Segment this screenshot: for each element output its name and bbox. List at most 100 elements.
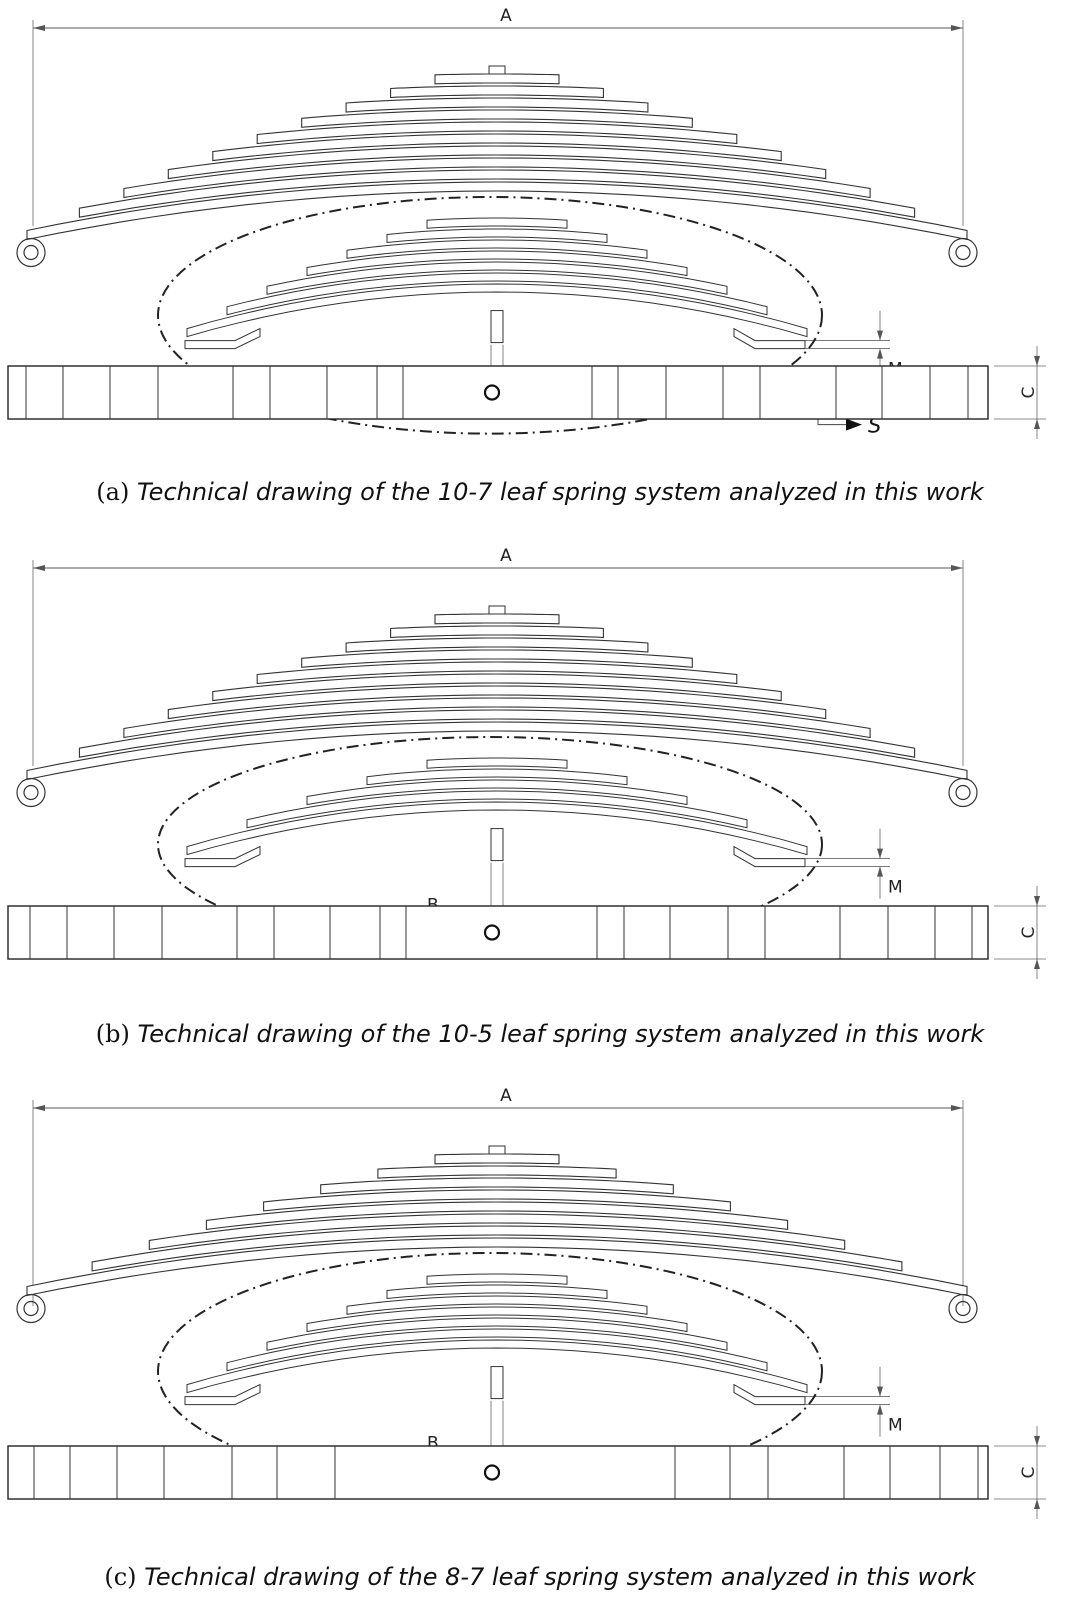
detail-ellipse — [157, 196, 823, 435]
helper-leaf — [366, 768, 628, 786]
main-leaf — [91, 1225, 903, 1272]
main-leaf — [167, 145, 827, 180]
main-leaf — [434, 73, 560, 85]
m-arrow-icon — [877, 848, 883, 859]
label-c: C — [1019, 387, 1039, 399]
caption-b-letter: (b) — [95, 1020, 130, 1048]
helper-leaf — [186, 1339, 808, 1394]
spring-eye-bore — [23, 1300, 39, 1317]
main-leaf — [434, 613, 560, 625]
main-leaf — [148, 1213, 846, 1251]
label-a: A — [500, 546, 512, 566]
main-leaf — [390, 625, 604, 639]
panel-b: ABMSC — [0, 540, 1080, 1000]
arrow-left-icon — [33, 25, 45, 31]
caption-a-letter: (a) — [96, 478, 130, 506]
label-a: A — [500, 1086, 512, 1106]
spring-eye-bore — [955, 1300, 971, 1317]
helper-leaf — [226, 1328, 768, 1372]
caption-a-text: Technical drawing of the 10-7 leaf sprin… — [136, 478, 984, 506]
section-arrow-icon — [846, 418, 862, 431]
helper-leaf — [306, 779, 688, 806]
spring-eye-right — [948, 777, 978, 808]
m-arrow-icon — [877, 330, 883, 341]
drawing-c: ABMSC — [7, 1086, 1046, 1519]
spring-eye-left — [16, 777, 46, 808]
bolt-hole-icon — [483, 1464, 501, 1481]
main-leaf — [345, 97, 649, 113]
panel-a: ABMSC — [0, 0, 1080, 460]
helper-leaf — [186, 283, 808, 338]
main-leaf — [434, 1153, 560, 1165]
main-leaf — [263, 1189, 731, 1212]
main-leaf — [123, 157, 871, 199]
main-leaf — [205, 1201, 789, 1231]
helper-leaf — [306, 250, 688, 277]
spring-eye-right — [948, 1293, 978, 1324]
m-arrow-icon — [877, 348, 883, 359]
arrow-right-icon — [951, 1105, 963, 1111]
c-arrow-icon — [1034, 1436, 1040, 1446]
label-m: M — [888, 1416, 903, 1436]
center-bolt-shank — [490, 310, 504, 344]
helper-leaf — [306, 1306, 688, 1333]
label-a: A — [500, 6, 512, 26]
helper-leaf — [346, 1295, 648, 1315]
helper-leaf — [426, 1273, 568, 1285]
m-arrow-icon — [877, 1404, 883, 1415]
spring-eye-right — [948, 237, 978, 268]
arrow-right-icon — [951, 565, 963, 571]
panel-c: ABMSC — [0, 1080, 1080, 1540]
main-leaf — [212, 133, 782, 162]
main-leaf — [320, 1177, 674, 1195]
center-bolt-shank — [490, 1366, 504, 1400]
label-c: C — [1019, 1467, 1039, 1479]
arrow-left-icon — [33, 1105, 45, 1111]
main-leaf — [345, 637, 649, 653]
caption-b: (b) Technical drawing of the 10-5 leaf s… — [0, 1020, 1080, 1048]
drawing-a: ABMSC — [7, 6, 1046, 439]
spring-eye-bore — [23, 244, 39, 261]
helper-leaf — [386, 228, 608, 244]
c-arrow-icon — [1034, 1499, 1040, 1509]
c-arrow-icon — [1034, 419, 1040, 429]
main-leaf — [123, 697, 871, 739]
center-bolt-head — [488, 1145, 506, 1155]
m-arrow-icon — [877, 866, 883, 877]
bolt-hole-icon — [483, 924, 501, 941]
caption-a: (a) Technical drawing of the 10-7 leaf s… — [0, 478, 1080, 506]
helper-leaf — [266, 1317, 728, 1351]
helper-end-left — [184, 327, 261, 350]
helper-leaf — [266, 261, 728, 295]
arrow-right-icon — [951, 25, 963, 31]
detail-ellipse — [157, 1252, 823, 1491]
bolt-hole-icon — [483, 384, 501, 401]
helper-leaf — [346, 239, 648, 259]
center-bolt-shank — [490, 828, 504, 862]
m-arrow-icon — [877, 1386, 883, 1397]
label-m: M — [888, 878, 903, 898]
helper-leaf — [226, 272, 768, 316]
spring-eye-bore — [23, 784, 39, 801]
helper-leaf — [246, 790, 748, 829]
main-leaf — [301, 109, 693, 128]
spring-eye-bore — [955, 784, 971, 801]
c-arrow-icon — [1034, 896, 1040, 906]
spring-eye-bore — [955, 244, 971, 261]
center-bolt-head — [488, 65, 506, 75]
helper-end-left — [184, 1383, 261, 1406]
main-leaf — [390, 85, 604, 99]
helper-leaf — [186, 801, 808, 856]
main-leaf — [377, 1165, 617, 1179]
main-leaf — [212, 673, 782, 702]
drawing-b: ABMSC — [7, 546, 1046, 979]
caption-c-letter: (c) — [104, 1563, 137, 1591]
center-bolt-head — [488, 605, 506, 615]
arrow-left-icon — [33, 565, 45, 571]
helper-leaf — [426, 217, 568, 229]
caption-b-text: Technical drawing of the 10-5 leaf sprin… — [137, 1020, 985, 1048]
helper-end-left — [184, 845, 261, 868]
label-b: B — [427, 1434, 439, 1454]
main-leaf — [301, 649, 693, 668]
main-leaf — [78, 169, 916, 218]
